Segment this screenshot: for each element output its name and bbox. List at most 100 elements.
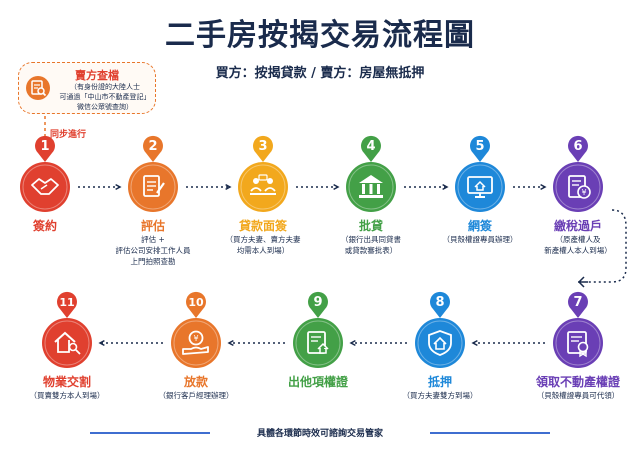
step-desc-7: （貝殼權證專員可代領）	[536, 391, 620, 400]
step-circle	[171, 318, 221, 368]
step-name-2: 評估	[140, 219, 166, 233]
flow-arrow-head	[227, 339, 234, 347]
note-line: （有身份證的大陸人士	[70, 83, 140, 91]
step-number: 10	[188, 296, 204, 309]
step-desc-8: （買方夫妻雙方到場）	[402, 391, 478, 400]
step-name-9: 出他項權證	[287, 375, 349, 389]
step-circle	[128, 162, 178, 212]
step-node-2: 2	[128, 135, 178, 212]
step-node-6: 6¥	[553, 135, 603, 212]
seller-check-note: 賣方查檔 （有身份證的大陸人士 可通過「中山市不動產登記」 微信公眾號查詢）	[18, 62, 156, 114]
step-name-11: 物業交割	[42, 375, 92, 389]
step-name-5: 網簽	[467, 219, 493, 233]
step-number: 7	[573, 295, 582, 310]
step-desc-2: 評估公司安排工作人員	[115, 246, 191, 255]
flow-arrow-head	[333, 183, 340, 191]
flow-arrow-head	[442, 183, 449, 191]
step-number: 6	[573, 139, 582, 154]
step-number: 2	[148, 139, 157, 154]
step-number: 11	[59, 296, 74, 309]
flow-arrow-head	[540, 183, 547, 191]
footer-rule-left	[90, 432, 210, 434]
sync-label: 同步進行	[50, 130, 87, 140]
step-number: 5	[475, 139, 484, 154]
step-ring	[348, 164, 394, 210]
step-desc-2: 上門拍照查勘	[130, 257, 176, 266]
handshake-icon	[31, 178, 59, 195]
step-ring	[457, 164, 503, 210]
tax-document-icon: ¥	[568, 175, 591, 199]
step-ring	[555, 320, 601, 366]
step-circle	[553, 162, 603, 212]
svg-text:¥: ¥	[193, 334, 198, 343]
page-subtitle: 買方：按揭貸款 / 賣方：房屋無抵押	[215, 66, 425, 81]
step-number: 1	[40, 139, 49, 154]
step-badge	[186, 291, 206, 318]
footer-rule-right	[430, 432, 550, 434]
step-ring	[555, 164, 601, 210]
step-badge	[470, 135, 490, 162]
step-name-4: 批貸	[358, 219, 384, 233]
step-number: 9	[313, 295, 322, 310]
step-node-5: 5	[455, 135, 505, 212]
note-line: 微信公眾號查詢）	[77, 103, 133, 111]
note-title: 賣方查檔	[75, 69, 119, 82]
step-name-8: 抵押	[427, 375, 453, 389]
step-node-10: 10 ¥	[171, 291, 221, 368]
step-desc-3: 均需本人到場）	[236, 246, 290, 255]
step-name-3: 貸款面簽	[238, 219, 288, 233]
step-desc-5: （貝殼權證專員辦理）	[442, 235, 518, 244]
flow-connector-elbow	[588, 209, 627, 283]
step-node-1: 1	[20, 135, 70, 212]
step-node-11: 11	[42, 291, 92, 368]
step-ring	[22, 164, 68, 210]
step-circle	[553, 318, 603, 368]
step-name-1: 簽約	[32, 219, 58, 233]
flow-arrow-head	[471, 339, 478, 347]
meeting-icon	[250, 174, 276, 195]
step-desc-4: 或貸款審批表）	[344, 246, 398, 255]
step-number: 8	[435, 295, 444, 310]
step-ring	[417, 320, 463, 366]
step-ring	[173, 320, 219, 366]
step-badge	[35, 135, 55, 162]
step-circle	[293, 318, 343, 368]
svg-text:¥: ¥	[581, 188, 586, 197]
step-desc-2: 評估 +	[141, 235, 165, 244]
step-badge	[430, 291, 450, 318]
page-title: 二手房按揭交易流程圖	[165, 18, 475, 53]
computer-icon	[467, 176, 493, 198]
step-node-3: 3	[238, 135, 288, 212]
flow-arrow-head	[225, 183, 232, 191]
shield-house-icon	[428, 330, 452, 356]
step-circle	[42, 318, 92, 368]
step-badge	[57, 291, 77, 318]
search-document-icon	[26, 76, 50, 100]
footer-note: 具體各環節時效可諮詢交易管家	[256, 429, 383, 439]
bank-icon	[359, 175, 383, 198]
step-badge	[143, 135, 163, 162]
step-node-9: 9	[293, 291, 343, 368]
step-circle	[238, 162, 288, 212]
step-badge	[568, 135, 588, 162]
step-ring	[44, 320, 90, 366]
house-key-icon	[54, 331, 81, 355]
step-ring	[295, 320, 341, 366]
clipboard-icon	[143, 175, 165, 197]
step-desc-6: 新產權人本人到場）	[544, 246, 612, 255]
step-name-6: 繳稅過戶	[553, 219, 603, 233]
step-name-7: 領取不動產權證	[535, 375, 621, 389]
flow-arrow-head	[98, 339, 105, 347]
step-badge	[253, 135, 273, 162]
step-desc-3: （買方夫妻、賣方夫妻	[225, 235, 301, 244]
money-hand-icon: ¥	[182, 330, 209, 355]
flow-arrow-head	[349, 339, 356, 347]
step-desc-11: （買賣雙方本人到場）	[29, 391, 105, 400]
step-name-10: 放款	[183, 375, 209, 389]
step-circle	[415, 318, 465, 368]
note-line: 可通過「中山市不動產登記」	[59, 93, 151, 101]
step-ring	[240, 164, 286, 210]
step-node-7: 7	[553, 291, 603, 368]
